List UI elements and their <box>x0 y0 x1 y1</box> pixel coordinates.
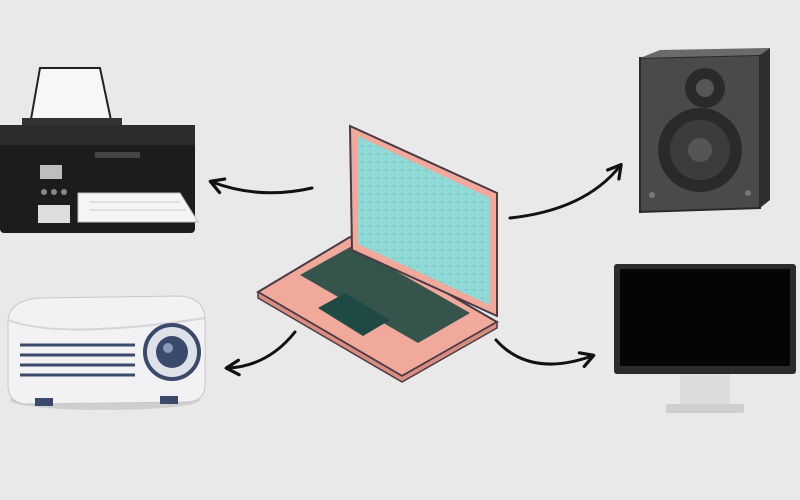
printer-icon <box>0 67 199 233</box>
speaker-icon <box>639 48 770 214</box>
arrow-to-projector <box>224 330 297 377</box>
monitor-icon <box>614 264 796 413</box>
laptop-icon <box>256 124 500 383</box>
arrow-to-printer <box>208 177 314 195</box>
arrow-to-speaker <box>508 162 623 220</box>
arrow-to-monitor <box>494 338 596 369</box>
projector-icon <box>7 295 206 410</box>
